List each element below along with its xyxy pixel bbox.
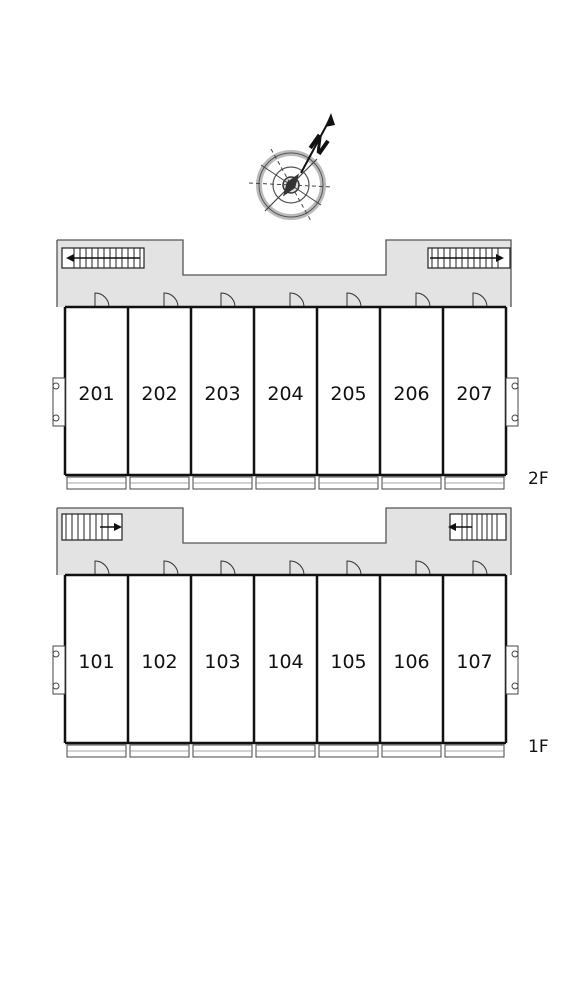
window-knob [52,414,60,422]
door-swing-icon [415,560,431,576]
unit-room [317,575,380,743]
unit-103: 103 [191,560,254,758]
unit-label: 206 [393,383,429,405]
side-window-right [505,645,519,695]
unit-room [65,307,128,475]
window-knob [511,414,519,422]
unit-207: 207 [443,292,506,490]
unit-label: 201 [78,383,114,405]
side-window-left [52,645,66,695]
unit-203: 203 [191,292,254,490]
corridor-outline [57,507,512,575]
door-swing-icon [289,560,305,576]
door-swing-icon [289,292,305,308]
unit-room [128,575,191,743]
door-swing-icon [163,292,179,308]
unit-room [128,307,191,475]
door-swing-icon [346,560,362,576]
door-swing-icon [94,292,110,308]
unit-label: 204 [267,383,303,405]
window-knob [52,682,60,690]
unit-room [254,307,317,475]
window-knob [511,650,519,658]
door-swing-icon [163,560,179,576]
unit-102: 102 [128,560,191,758]
window-knob [52,650,60,658]
side-window-right [505,377,519,427]
door-swing-icon [472,292,488,308]
stair-arrow-right-icon [496,254,504,262]
floor-label-1f: 1F [528,737,549,757]
unit-room [443,575,506,743]
door-swing-icon [472,560,488,576]
unit-205: 205 [317,292,380,490]
corridor [57,275,511,307]
unit-107: 107 [443,560,506,758]
corridor-outline [57,239,512,307]
floor-2f: 201 202 203 204 205 206 207 [52,239,519,490]
unit-105: 105 [317,560,380,758]
unit-202: 202 [128,292,191,490]
floor-label-2f: 2F [528,469,549,489]
unit-room [191,307,254,475]
unit-label: 203 [204,383,240,405]
unit-room [191,575,254,743]
unit-label: 107 [456,651,492,673]
window-knob [511,682,519,690]
unit-label: 205 [330,383,366,405]
unit-101: 101 [65,560,128,758]
stair-arrow-right-icon [114,523,122,531]
unit-206: 206 [380,292,443,490]
door-swing-icon [415,292,431,308]
door-swing-icon [220,560,236,576]
unit-label: 104 [267,651,303,673]
unit-label: 202 [141,383,177,405]
unit-room [380,575,443,743]
door-swing-icon [346,292,362,308]
unit-204: 204 [254,292,317,490]
unit-104: 104 [254,560,317,758]
floor-1f: 101 102 103 104 105 106 107 [52,507,519,758]
unit-room [380,307,443,475]
side-window-left [52,377,66,427]
unit-room [254,575,317,743]
window-knob [52,382,60,390]
unit-room [65,575,128,743]
unit-201: 201 [65,292,128,490]
stair-arrow-left-icon [66,254,74,262]
unit-label: 105 [330,651,366,673]
unit-room [443,307,506,475]
door-swing-icon [220,292,236,308]
north-arrow-compass-icon: N [248,113,335,222]
unit-106: 106 [380,560,443,758]
window-knob [511,382,519,390]
corridor [57,543,511,575]
unit-room [317,307,380,475]
unit-label: 106 [393,651,429,673]
unit-label: 101 [78,651,114,673]
unit-label: 102 [141,651,177,673]
door-swing-icon [94,560,110,576]
unit-label: 103 [204,651,240,673]
stair-arrow-left-icon [448,523,456,531]
unit-label: 207 [456,383,492,405]
